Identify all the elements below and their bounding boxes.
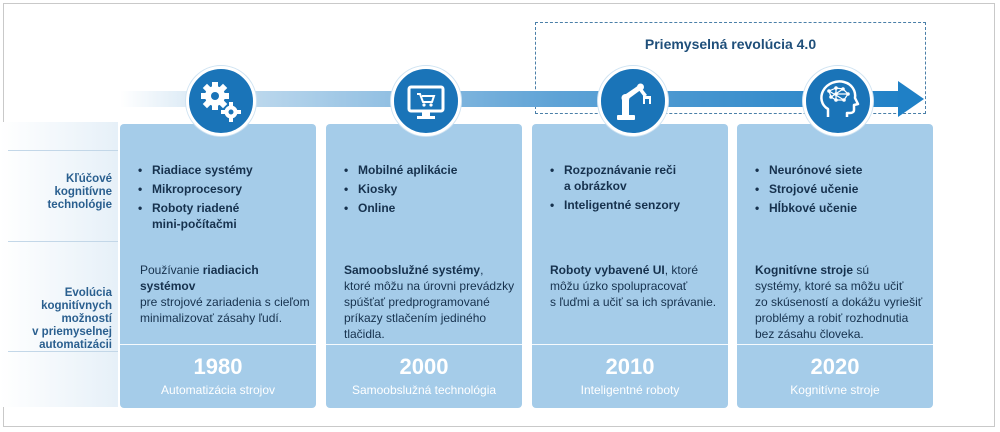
tech-item: Neurónové siete: [755, 162, 862, 178]
desc-bold: Samoobslužné systémy: [344, 263, 481, 277]
brain-head-icon: [803, 66, 873, 136]
card-divider: [737, 344, 933, 345]
card-divider: [120, 344, 316, 345]
row-label-key-tech: Kľúčové kognitívne technológie: [47, 173, 112, 212]
desc-line: tlačidla.: [344, 327, 385, 341]
robot-arm-icon: [598, 66, 668, 136]
timeline-arrow-shaft: [120, 91, 910, 107]
row-label-line: Kľúčové: [66, 173, 112, 185]
tech-item: Kiosky: [344, 181, 457, 197]
timeline-arrow-head: [898, 81, 924, 117]
era-year: 2000: [399, 354, 449, 379]
row-divider: [8, 241, 118, 242]
desc-line: môžu úzko spolupracovať: [550, 279, 688, 293]
desc-line: bez zásahu človeka.: [755, 327, 864, 341]
card-divider: [326, 344, 522, 345]
desc-line: ktoré môžu na úrovni prevádzky: [344, 279, 515, 293]
row-label-line: technológie: [47, 199, 112, 211]
desc-bold: Kognitívne stroje: [755, 263, 854, 277]
era-caption: Automatizácia strojov: [160, 383, 276, 397]
era-caption: Samoobslužná technológia: [351, 383, 497, 397]
industry-4-title: Priemyselná revolúcia 4.0: [644, 36, 817, 52]
tech-item: Riadiace systémy: [138, 162, 253, 178]
robot-arm-icon-graphic: [617, 83, 651, 120]
desc-text: sú: [853, 263, 870, 277]
era-description: Roboty vybavené UI, ktoré môžu úzko spol…: [550, 262, 716, 310]
era-card-2020: Neurónové siete Strojové učenie Hĺbkové …: [737, 124, 933, 408]
row-divider: [8, 150, 118, 151]
tech-item-line: Rozpoznávanie reči: [564, 163, 677, 177]
era-card-2000: Mobilné aplikácie Kiosky Online Samoobsl…: [326, 124, 522, 408]
era-caption: Kognitívne stroje: [790, 383, 880, 397]
tech-item: Mobilné aplikácie: [344, 162, 457, 178]
brain-head-icon-graphic: [820, 80, 860, 117]
desc-bold: Roboty vybavené UI: [550, 263, 665, 277]
desc-text: ,: [480, 263, 484, 277]
desc-line: Kognitívne stroje sú: [755, 262, 922, 278]
era-description: Kognitívne stroje sú systémy, ktoré sa m…: [755, 262, 922, 342]
row-label-line: kognitívne: [54, 186, 112, 198]
row-label-line: Evolúcia: [64, 287, 112, 299]
tech-list: Mobilné aplikácie Kiosky Online: [344, 162, 457, 219]
row-label-evolution: Evolúcia kognitívnych možností v priemys…: [32, 287, 112, 352]
desc-line: minimalizovať zásahy ľudí.: [140, 311, 283, 325]
tech-item-line: mini-počítačmi: [152, 217, 237, 231]
tech-list: Neurónové siete Strojové učenie Hĺbkové …: [755, 162, 862, 219]
desc-bold: riadiacich systémov: [140, 263, 259, 293]
monitor-cart-icon-graphic: [407, 85, 445, 119]
desc-line: systémy, ktoré sa môžu učiť: [755, 279, 904, 293]
tech-item-line: a obrázkov: [564, 179, 627, 193]
era-year: 1980: [193, 354, 243, 379]
monitor-cart-icon: [391, 66, 461, 136]
desc-line: spúšťať predprogramované: [344, 295, 490, 309]
desc-line: Používanie riadiacich systémov: [140, 262, 316, 294]
desc-line: Samoobslužné systémy,: [344, 262, 514, 278]
row-label-line: kognitívnych: [41, 300, 112, 312]
tech-item: Roboty riadené: [138, 200, 253, 216]
desc-line: s ľuďmi a učiť sa ich správanie.: [550, 295, 717, 309]
row-labels-panel: [0, 122, 118, 407]
desc-text: Používanie: [140, 263, 203, 277]
desc-line: zo skúseností a dokážu vyriešiť: [755, 295, 923, 309]
era-card-1980: Riadiace systémy Mikroprocesory Roboty r…: [120, 124, 316, 408]
gears-icon-graphic: [201, 82, 241, 122]
row-divider: [8, 351, 118, 352]
tech-item: Inteligentné senzory: [550, 197, 680, 213]
gears-icon: [186, 66, 256, 136]
tech-item: Strojové učenie: [755, 181, 862, 197]
era-year: 2020: [810, 354, 860, 379]
tech-list: Riadiace systémy Mikroprocesory Roboty r…: [138, 162, 253, 235]
tech-item: Rozpoznávanie reči: [550, 162, 680, 178]
row-label-line: možností: [61, 313, 112, 325]
desc-line: Roboty vybavené UI, ktoré: [550, 262, 716, 278]
desc-line: problémy a robiť rozhodnutia: [755, 311, 909, 325]
industry-4-bracket: [535, 22, 926, 114]
era-year: 2010: [605, 354, 655, 379]
tech-item: Mikroprocesory: [138, 181, 253, 197]
desc-line: pre strojové zariadenia s cieľom: [140, 295, 310, 309]
era-caption: Inteligentné roboty: [580, 383, 680, 397]
desc-line: príkazy stlačením jediného: [344, 311, 487, 325]
tech-item-continuation: a obrázkov: [550, 178, 680, 194]
tech-list: Rozpoznávanie reči a obrázkov Inteligent…: [550, 162, 680, 216]
card-divider: [532, 344, 728, 345]
era-card-2010: Rozpoznávanie reči a obrázkov Inteligent…: [532, 124, 728, 408]
era-description: Samoobslužné systémy, ktoré môžu na úrov…: [344, 262, 514, 342]
tech-item-line: Roboty riadené: [152, 201, 240, 215]
era-description: Používanie riadiacich systémov pre stroj…: [140, 262, 316, 326]
row-label-line: automatizácii: [39, 339, 112, 351]
tech-item: Hĺbkové učenie: [755, 200, 862, 216]
row-label-line: v priemyselnej: [32, 326, 112, 338]
tech-item-continuation: mini-počítačmi: [138, 216, 253, 232]
tech-item: Online: [344, 200, 457, 216]
desc-text: , ktoré: [664, 263, 699, 277]
